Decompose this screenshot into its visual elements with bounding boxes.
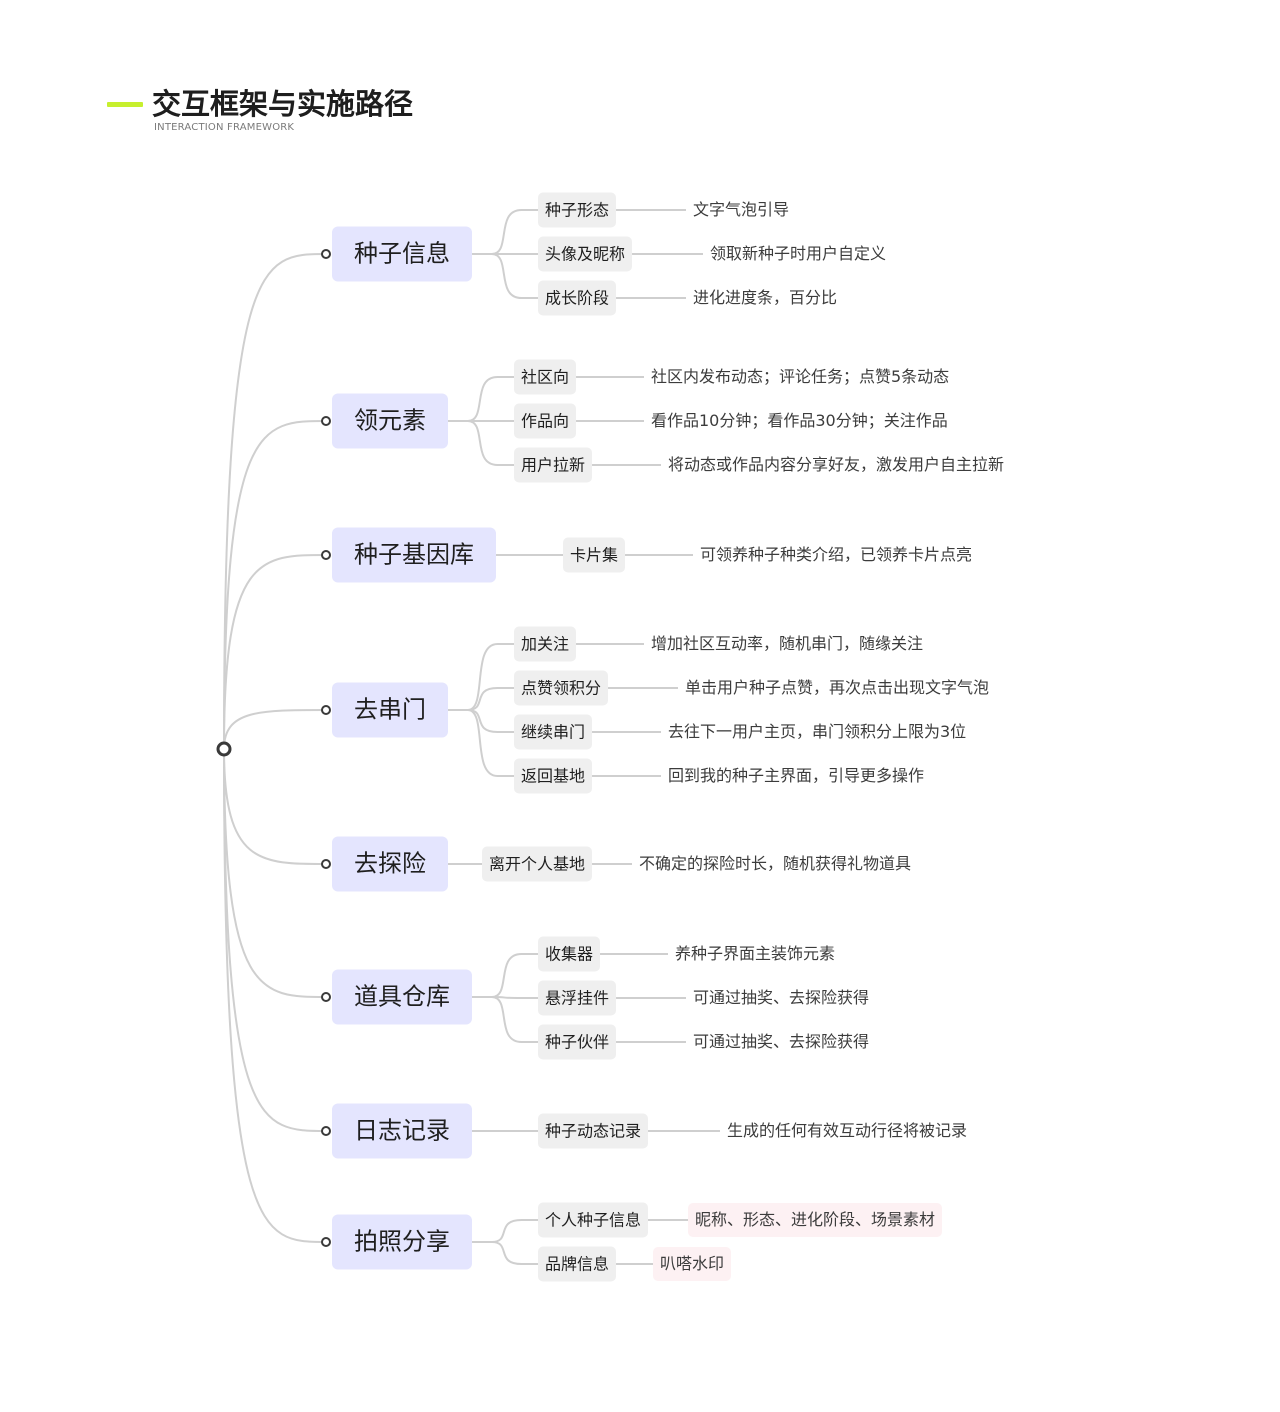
branch-node: 领元素 (332, 393, 448, 449)
branch-node: 去探险 (332, 836, 448, 892)
sub-node: 点赞领积分 (514, 670, 609, 706)
branch-marker (321, 416, 331, 426)
branch-marker (321, 249, 331, 259)
sub-node: 继续串门 (514, 714, 593, 750)
root-to-branch-connector (223, 420, 327, 750)
sub-node: 作品向 (514, 403, 577, 439)
branch-node: 道具仓库 (332, 969, 472, 1025)
sub-node: 返回基地 (514, 758, 593, 794)
page-title: 交互框架与实施路径 (152, 87, 414, 121)
header-accent-bar (107, 102, 143, 107)
branch-to-sub-connector (472, 1219, 538, 1243)
detail-text: 单击用户种子点赞，再次点击出现文字气泡 (685, 678, 990, 697)
sub-node: 离开个人基地 (482, 846, 593, 882)
branch-node: 拍照分享 (332, 1214, 472, 1270)
detail-text: 社区内发布动态；评论任务；点赞5条动态 (651, 367, 950, 386)
sub-node: 品牌信息 (538, 1246, 617, 1282)
branch-node: 种子基因库 (332, 527, 496, 583)
branch-to-sub-connector (472, 1241, 538, 1265)
branch-node: 日志记录 (332, 1103, 472, 1159)
detail-text: 领取新种子时用户自定义 (710, 244, 887, 263)
detail-text: 生成的任何有效互动行径将被记录 (727, 1121, 968, 1140)
branch-marker (321, 1126, 331, 1136)
detail-text: 可通过抽奖、去探险获得 (693, 1032, 870, 1051)
sub-node: 种子动态记录 (538, 1113, 649, 1149)
detail-text: 文字气泡引导 (693, 200, 790, 219)
detail-text: 可领养种子种类介绍，已领养卡片点亮 (700, 545, 973, 564)
branch-to-sub-connector (472, 209, 538, 255)
detail-text: 增加社区互动率，随机串门，随缘关注 (651, 634, 924, 653)
branch-to-sub-connector (448, 709, 514, 777)
detail-text: 叭嗒水印 (653, 1247, 732, 1281)
page-subtitle: INTERACTION FRAMEWORK (154, 122, 295, 133)
branch-to-sub-connector (448, 709, 514, 733)
detail-text: 将动态或作品内容分享好友，激发用户自主拉新 (668, 455, 1005, 474)
root-to-branch-connector (223, 554, 327, 750)
sub-node: 加关注 (514, 626, 577, 662)
root-to-branch-connector (223, 253, 327, 750)
branch-to-sub-connector (448, 643, 514, 711)
detail-text: 看作品10分钟；看作品30分钟；关注作品 (651, 411, 948, 430)
branch-to-sub-connector (472, 996, 538, 1043)
branch-marker (321, 992, 331, 1002)
branch-marker (321, 705, 331, 715)
sub-node: 种子形态 (538, 192, 617, 228)
detail-text: 回到我的种子主界面，引导更多操作 (668, 766, 925, 785)
sub-node: 收集器 (538, 936, 601, 972)
branch-to-sub-connector (472, 253, 538, 299)
detail-text: 昵称、形态、进化阶段、场景素材 (688, 1203, 943, 1237)
branch-marker (321, 859, 331, 869)
branch-marker (321, 1237, 331, 1247)
branch-to-sub-connector (448, 420, 514, 466)
root-to-branch-connector (223, 748, 327, 1243)
root-to-branch-connector (223, 748, 327, 998)
sub-node: 种子伙伴 (538, 1024, 617, 1060)
root-to-branch-connector (223, 748, 327, 865)
root-to-branch-connector (223, 709, 327, 750)
detail-text: 养种子界面主装饰元素 (675, 944, 836, 963)
branch-to-sub-connector (448, 687, 514, 711)
sub-node: 成长阶段 (538, 280, 617, 316)
detail-text: 不确定的探险时长，随机获得礼物道具 (639, 854, 912, 873)
branch-to-sub-connector (472, 953, 538, 998)
sub-node: 头像及昵称 (538, 236, 633, 272)
detail-text: 去往下一用户主页，串门领积分上限为3位 (668, 722, 967, 741)
branch-node: 种子信息 (332, 226, 472, 282)
root-marker (216, 741, 232, 757)
detail-text: 可通过抽奖、去探险获得 (693, 988, 870, 1007)
sub-node: 用户拉新 (514, 447, 593, 483)
sub-node: 卡片集 (563, 537, 626, 573)
detail-text: 进化进度条，百分比 (693, 288, 838, 307)
sub-node: 悬浮挂件 (538, 980, 617, 1016)
branch-node: 去串门 (332, 682, 448, 738)
sub-node: 社区向 (514, 359, 577, 395)
sub-node: 个人种子信息 (538, 1202, 649, 1238)
branch-to-sub-connector (448, 376, 514, 422)
branch-marker (321, 550, 331, 560)
